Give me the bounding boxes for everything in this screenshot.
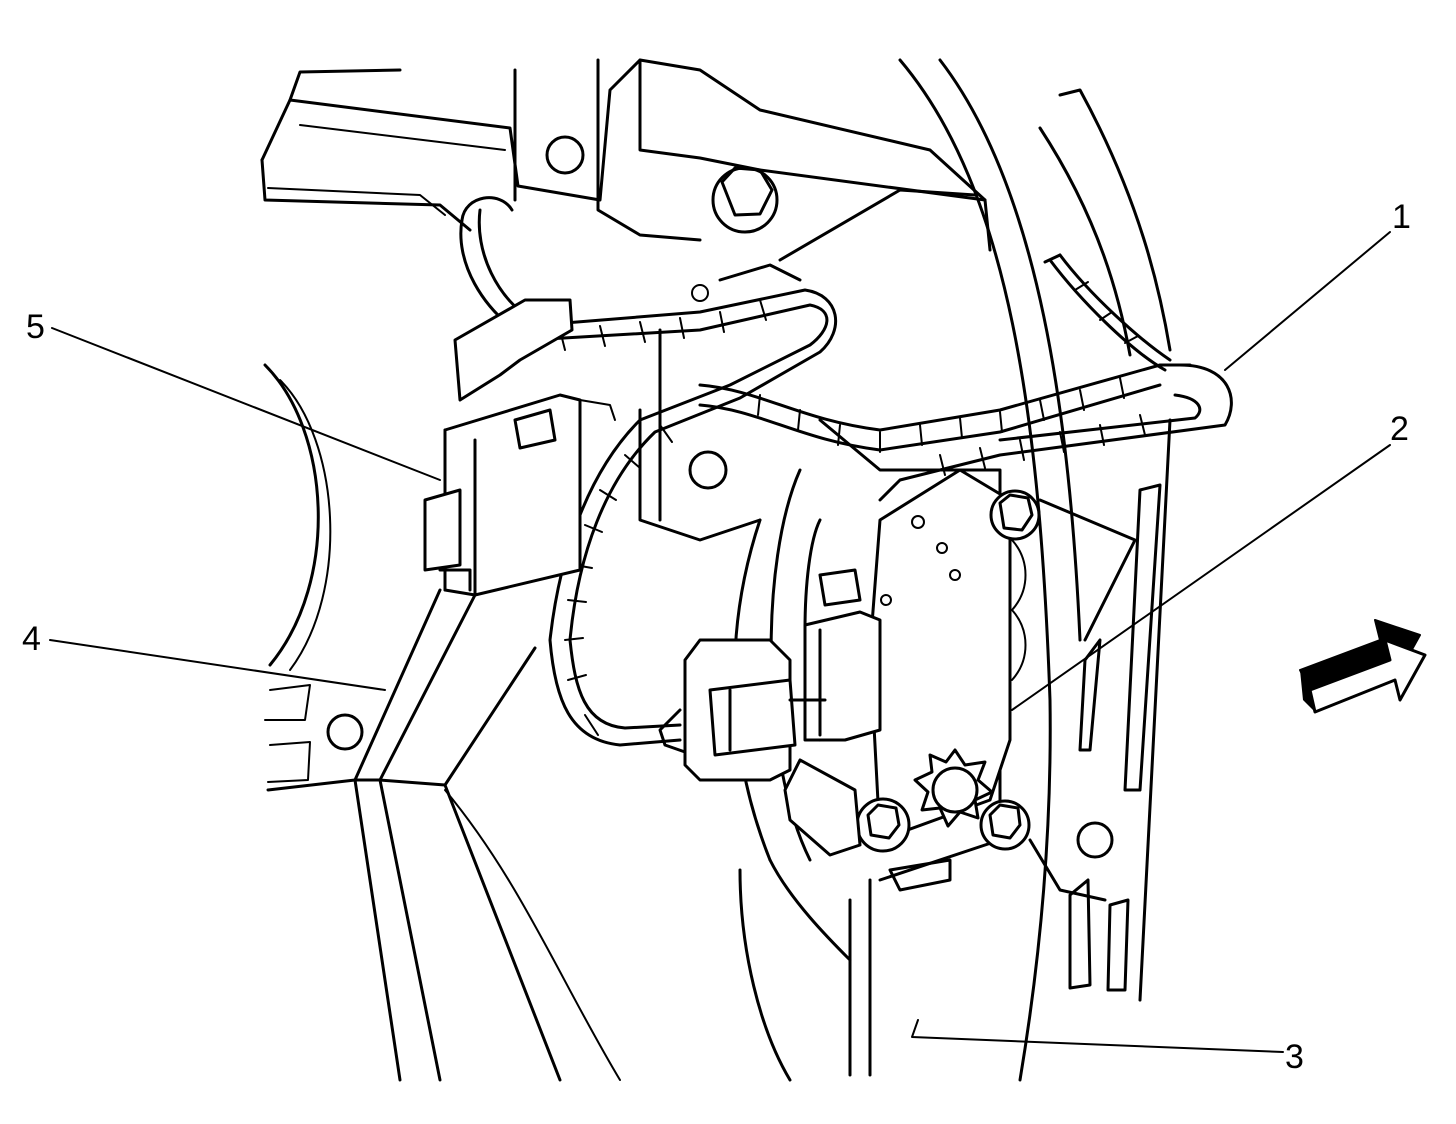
vehicle-structure bbox=[260, 58, 1172, 1082]
front-direction-arrow-icon bbox=[1299, 619, 1427, 714]
callout-3: 3 bbox=[1285, 1038, 1304, 1076]
wiring-harness bbox=[459, 196, 1233, 747]
leader-line-4 bbox=[49, 639, 386, 691]
electrical-connector bbox=[423, 298, 616, 597]
actuator-module bbox=[658, 468, 1041, 892]
callout-2: 2 bbox=[1390, 410, 1409, 448]
callout-leaders bbox=[49, 231, 1391, 1053]
leader-line-2 bbox=[1011, 444, 1391, 711]
leader-line-3 bbox=[911, 1019, 1284, 1053]
callout-1: 1 bbox=[1392, 198, 1411, 236]
leader-line-1 bbox=[1224, 231, 1391, 371]
callout-5: 5 bbox=[26, 308, 45, 346]
callout-4: 4 bbox=[22, 620, 41, 658]
callout-labels: 1 2 3 4 5 bbox=[22, 198, 1411, 1076]
leader-line-5 bbox=[51, 327, 441, 481]
